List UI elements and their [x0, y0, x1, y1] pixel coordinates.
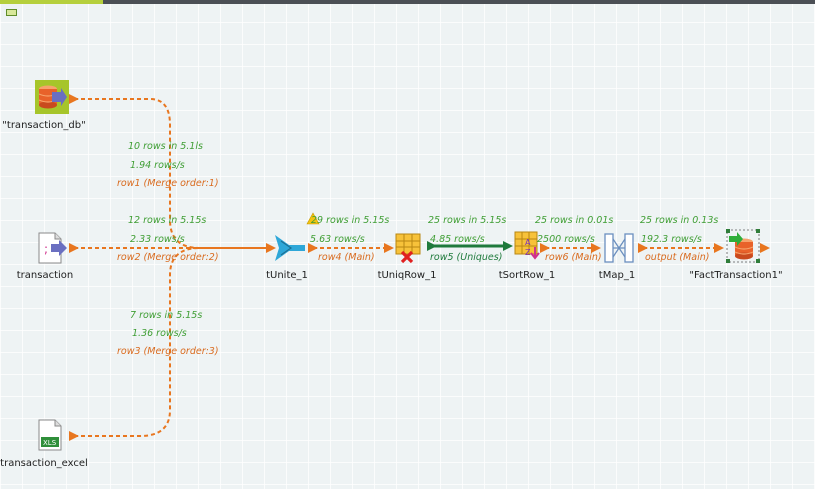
arrow-head-icon [591, 243, 601, 253]
component-tmap-1[interactable] [602, 231, 636, 265]
connector-start-icon [638, 243, 648, 253]
connector-start-icon [69, 431, 79, 441]
link-row2-stat-rate: 2.33 rows/s [130, 234, 185, 245]
link-output-label[interactable]: output (Main) [645, 252, 710, 263]
component-tunite-1[interactable] [273, 231, 307, 265]
link-row6-stat-rows: 25 rows in 0.01s [535, 215, 614, 226]
excel-file-icon: XLS [38, 419, 62, 451]
sortrow-icon: A Z [514, 231, 540, 260]
connector-end-icon [760, 243, 770, 253]
link-row6-stat-rate: 2500 rows/s [537, 234, 595, 245]
link-row4-stat-rate: 5.63 rows/s [310, 234, 365, 245]
component-label: transaction_excel [0, 458, 88, 469]
component-label: tUnite_1 [266, 270, 308, 281]
component-label: tMap_1 [598, 270, 636, 281]
component-facttransaction1[interactable] [726, 229, 760, 263]
link-row2-stat-rows: 12 rows in 5.15s [128, 215, 207, 226]
database-input-icon [35, 80, 69, 114]
component-label: "FactTransaction1" [689, 270, 783, 281]
component-transaction[interactable]: ; [35, 231, 69, 265]
svg-text:;: ; [44, 242, 48, 256]
arrow-head-icon [384, 243, 394, 253]
link-output-stat-rows: 25 rows in 0.13s [640, 215, 719, 226]
link-row1[interactable] [74, 98, 270, 249]
link-row3-label[interactable]: row3 (Merge order:3) [117, 346, 219, 357]
svg-text:A: A [525, 238, 531, 247]
arrow-head-icon [714, 243, 724, 253]
link-row2-label[interactable]: row2 (Merge order:2) [117, 252, 219, 263]
svg-text:Z: Z [525, 248, 531, 257]
link-row4-stat-rows: 29 rows in 5.15s [311, 215, 390, 226]
uniqrow-icon [395, 233, 421, 264]
link-row4-label[interactable]: row4 (Main) [318, 252, 375, 263]
subjob-collapse-icon[interactable] [6, 9, 17, 16]
svg-text:XLS: XLS [43, 439, 57, 447]
warning-icon[interactable] [306, 212, 320, 225]
connector-start-icon [427, 241, 437, 251]
tmap-icon [604, 233, 634, 263]
link-row5-label[interactable]: row5 (Uniques) [430, 252, 503, 263]
link-row3-stat-rate: 1.36 rows/s [132, 328, 187, 339]
link-row5-stat-rows: 25 rows in 5.15s [428, 215, 507, 226]
link-row3-stat-rows: 7 rows in 5.15s [130, 310, 203, 321]
link-row6-label[interactable]: row6 (Main) [545, 252, 602, 263]
connector-start-icon [69, 243, 79, 253]
component-label: transaction [16, 270, 74, 281]
connector-start-icon [540, 243, 550, 253]
active-tab-indicator [0, 0, 103, 4]
component-label: tSortRow_1 [498, 270, 556, 281]
link-row1-stat-rows: 10 rows in 5.1ls [128, 141, 203, 152]
unite-icon [275, 235, 305, 261]
connector-start-icon [69, 94, 79, 104]
link-row3[interactable] [74, 247, 201, 437]
component-transaction-db[interactable] [35, 80, 69, 114]
component-label: tUniqRow_1 [377, 270, 437, 281]
component-transaction-excel[interactable]: XLS [35, 418, 69, 452]
database-output-icon [726, 229, 760, 263]
component-tuniqrow-1[interactable] [392, 231, 426, 265]
link-row1-stat-rate: 1.94 rows/s [130, 160, 185, 171]
editor-top-border [103, 0, 815, 4]
link-output-stat-rate: 192.3 rows/s [641, 234, 702, 245]
link-row5-stat-rate: 4.85 rows/s [430, 234, 485, 245]
link-row1-label[interactable]: row1 (Merge order:1) [117, 178, 219, 189]
component-tsortrow-1[interactable]: A Z [511, 229, 545, 263]
connector-start-icon [308, 243, 318, 253]
component-label: "transaction_db" [2, 120, 86, 131]
arrow-head-icon [266, 243, 276, 253]
delimited-file-icon: ; [38, 232, 67, 264]
arrow-head-icon [503, 241, 513, 251]
